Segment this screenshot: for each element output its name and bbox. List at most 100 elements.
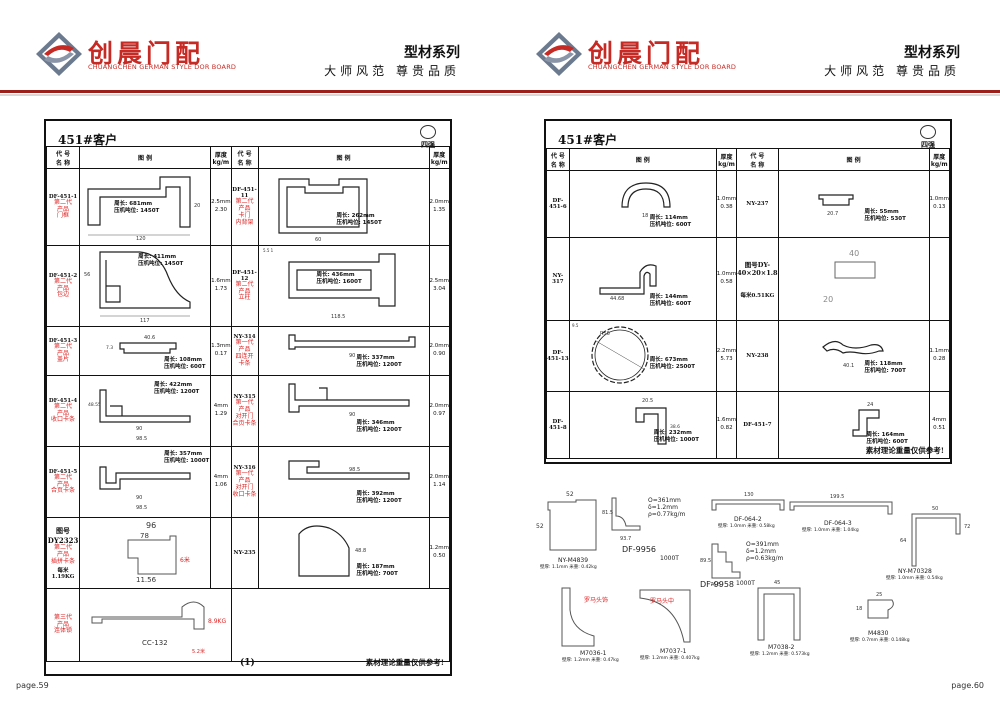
press-tonnage: 压机吨位: 600T bbox=[649, 301, 692, 308]
brand-mark: 四强 bbox=[414, 125, 442, 150]
press-tonnage: 压机吨位: 1000T bbox=[653, 437, 699, 444]
figure-cell: 117 56 周长: 411mm 压机吨位: 1450T bbox=[79, 245, 212, 327]
header-rule-thin bbox=[0, 94, 500, 96]
press-tonnage: 压机吨位: 1200T bbox=[356, 498, 402, 505]
sketch-spec: 1000T bbox=[660, 555, 679, 562]
svg-text:R56: R56 bbox=[600, 331, 610, 337]
perimeter: 周长: 118mm bbox=[864, 361, 903, 367]
code-cell: NY-237 bbox=[736, 170, 779, 238]
slogan: 大师风范 尊贵品质 bbox=[824, 64, 960, 78]
table-row: DF-451-2 第二代 产品 包边 117 56 周长: 411mm 压机吨位… bbox=[45, 245, 451, 327]
col-code-2: 代 号 名 称 bbox=[230, 146, 259, 169]
col-figure: 图 例 bbox=[79, 146, 212, 169]
figure-cell: 118.5 5.5 1 周长: 436mm 压机吨位: 1600T bbox=[257, 245, 430, 327]
sketch-tag: 罗马头饰 bbox=[584, 597, 609, 604]
press-tonnage: 压机吨位: 1600T bbox=[316, 279, 362, 286]
brand-english: CHUANGCHEN GERMAN STYLE DOR BOARD bbox=[88, 63, 237, 71]
brand-mark-icon bbox=[920, 125, 936, 139]
profile-drawing: 90 bbox=[287, 383, 410, 418]
code-cell: DF-451-11 第二代 产品 卡门 内背架 bbox=[230, 168, 259, 246]
profile-drawing: 48.8 bbox=[297, 525, 366, 577]
profile-desc: 第二代 产品 门框 bbox=[54, 198, 73, 220]
perimeter: 周长: 392mm bbox=[356, 491, 395, 497]
perimeter: 周长: 114mm bbox=[649, 215, 688, 221]
table-row: DF-451-5 第二代 产品 合页卡条 90 98.5 周长: 357mm 压… bbox=[45, 446, 451, 518]
profile-drawing: 18 bbox=[621, 182, 671, 219]
series-title: 型材系列 bbox=[404, 45, 460, 61]
perimeter: 周长: 232mm bbox=[653, 430, 692, 436]
press-tonnage: 压机吨位: 1200T bbox=[356, 362, 402, 369]
header-rule bbox=[0, 90, 500, 93]
perimeter: 周长: 262mm bbox=[336, 213, 375, 219]
perimeter: 周长: 357mm bbox=[164, 451, 203, 457]
svg-text:118.5: 118.5 bbox=[331, 314, 345, 320]
press-tonnage: 压机吨位: 600T bbox=[164, 364, 206, 371]
figure-cell: 48.8 周长: 187mm 压机吨位: 700T bbox=[257, 517, 430, 589]
figure-cell: 40 20 bbox=[777, 237, 930, 321]
svg-text:18: 18 bbox=[642, 213, 648, 219]
catalog-frame: 451#客户 四强 素材理论重量仅供参考! (1) bbox=[44, 119, 452, 676]
figure-cell: 60 周长: 262mm 压机吨位: 1450T bbox=[257, 168, 430, 246]
svg-text:48.55: 48.55 bbox=[88, 402, 101, 408]
profile-drawing: 40 20 bbox=[823, 249, 876, 304]
svg-text:40: 40 bbox=[849, 249, 859, 258]
press-tonnage: 压机吨位: 1450T bbox=[336, 220, 382, 227]
header-rule-thin bbox=[500, 94, 1000, 96]
profile-drawing: 90 98.5 bbox=[99, 466, 191, 511]
profile-desc: 第一代 产品 对开门 收口卡条 bbox=[232, 470, 257, 498]
svg-text:56: 56 bbox=[84, 272, 90, 278]
sketch-spec: 壁厚: 0.7mm 米重: 0.148kg bbox=[850, 638, 910, 643]
profile-drawing: 20.7 bbox=[817, 194, 854, 217]
sketch-tag: 罗马头中 bbox=[650, 598, 675, 605]
svg-text:5.5 1: 5.5 1 bbox=[263, 248, 274, 253]
profile-code: DF-451-13 bbox=[547, 350, 569, 362]
footer-note: 素材理论重量仅供参考! bbox=[365, 658, 444, 667]
svg-text:72: 72 bbox=[964, 524, 970, 530]
brand-mark: 四强 bbox=[914, 125, 942, 150]
svg-text:11.56: 11.56 bbox=[136, 576, 157, 584]
table-row: DF-451-3 第二代 产品 盖片 40.6 7.3 周长: 108mm 压机… bbox=[45, 326, 451, 376]
press-tonnage: 压机吨位: 530T bbox=[864, 216, 906, 223]
code-cell: NY-316 第一代 产品 对开门 收口卡条 bbox=[230, 446, 259, 518]
sketch-area: 52 52 81.5 93.7 89.5 76.5 130 199.5 50 7… bbox=[536, 491, 970, 647]
perimeter: 周长: 164mm bbox=[866, 432, 905, 438]
profile-desc: 第二代 产品 插拼卡条 bbox=[51, 544, 76, 565]
profile-drawing: 120 20 bbox=[87, 176, 200, 242]
svg-text:40.1: 40.1 bbox=[843, 363, 854, 369]
profile-desc: 第二代 产品 收口卡条 bbox=[51, 402, 76, 424]
perimeter: 周长: 108mm bbox=[164, 357, 203, 363]
press-tonnage: 压机吨位: 600T bbox=[649, 222, 692, 229]
press-tonnage: 压机吨位: 1450T bbox=[138, 261, 184, 268]
profile-drawing: 60 bbox=[277, 178, 368, 243]
svg-text:18: 18 bbox=[856, 606, 862, 612]
svg-text:120: 120 bbox=[136, 236, 146, 242]
svg-text:90: 90 bbox=[349, 353, 355, 359]
svg-text:93.7: 93.7 bbox=[620, 536, 631, 542]
profile-code: DF-451-12 bbox=[232, 269, 257, 282]
svg-text:81.5: 81.5 bbox=[602, 510, 613, 516]
sketch-label: M7037-1 bbox=[660, 648, 687, 655]
sketch-label: M4830 bbox=[868, 630, 889, 637]
svg-text:96: 96 bbox=[146, 521, 156, 530]
svg-text:45: 45 bbox=[774, 580, 780, 586]
svg-text:44.68: 44.68 bbox=[610, 296, 624, 302]
profile-drawing: 90 bbox=[287, 334, 416, 359]
svg-text:199.5: 199.5 bbox=[830, 494, 844, 500]
sketch-label: NY-M70328 bbox=[898, 568, 932, 575]
perimeter: 周长: 411mm bbox=[138, 254, 177, 260]
svg-text:50: 50 bbox=[932, 506, 938, 512]
profile-drawing: 24 bbox=[851, 402, 880, 437]
profile-code: DF-451-4 bbox=[48, 397, 78, 404]
profile-desc: 第二代 产品 卡门 内背架 bbox=[235, 198, 254, 226]
col-weight: 厚度 kg/m bbox=[715, 148, 738, 171]
sketch-spec: O=391mm δ=1.2mm ρ=0.63kg/m bbox=[746, 541, 784, 563]
brand-mark-text: 四强 bbox=[421, 141, 435, 149]
code-cell: NY-314 第一代 产品 四连开 卡条 bbox=[230, 326, 259, 376]
sketch-spec: 壁厚: 1.2mm 米重: 0.573kg bbox=[750, 652, 810, 657]
profile-drawing: 90 98.5 48.55 bbox=[88, 389, 191, 442]
table-row: DF-451-13 R56 9.5 周长: 673mm 压机吨位: 2500T … bbox=[546, 320, 951, 392]
